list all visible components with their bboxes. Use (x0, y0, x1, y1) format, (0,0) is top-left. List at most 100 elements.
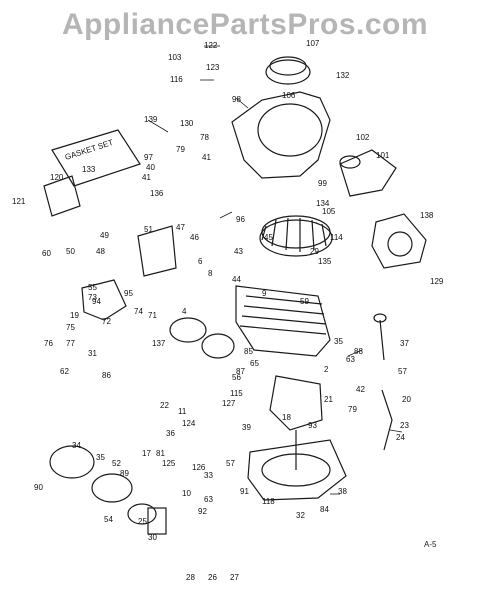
blower-housing-opening (257, 103, 323, 157)
cylinder-fins (239, 295, 327, 335)
callout-101: 101 (376, 151, 390, 160)
watermark-text: AppliancePartsPros.com (61, 8, 429, 41)
callout-59: 59 (300, 297, 309, 306)
callout-81: 81 (156, 449, 165, 458)
callout-133: 133 (82, 165, 96, 174)
piston (169, 317, 207, 343)
callout-17: 17 (142, 449, 151, 458)
dipstick (379, 319, 385, 361)
callout-123: 123 (206, 63, 220, 72)
callout-41: 41 (142, 173, 151, 182)
recoil-starter (371, 213, 427, 269)
callout-99: 99 (318, 179, 327, 188)
callout-27: 27 (230, 573, 239, 582)
gasket-set-label: GASKET SET (64, 138, 115, 162)
callout-79: 79 (176, 145, 185, 154)
callout-135: 135 (318, 257, 332, 266)
callout-130: 130 (180, 119, 194, 128)
callout-46: 46 (190, 233, 199, 242)
callout-60: 60 (42, 249, 51, 258)
air-cleaner-cover (339, 149, 397, 197)
callout-94: 94 (92, 297, 101, 306)
callout-26: 26 (208, 573, 217, 582)
callout-71: 71 (148, 311, 157, 320)
engine-base (247, 439, 347, 501)
callout-38: 38 (338, 487, 347, 496)
callout-57: 57 (226, 459, 235, 468)
callout-22: 22 (160, 401, 169, 410)
oil-fill-tube (381, 389, 393, 451)
callout-121: 121 (12, 197, 26, 206)
leader-lines (147, 45, 403, 495)
callout-43: 43 (234, 247, 243, 256)
carburetor (81, 279, 127, 321)
callout-134: 134 (316, 199, 330, 208)
callout-96: 96 (236, 215, 245, 224)
callout-124: 124 (182, 419, 196, 428)
callout-87: 87 (236, 367, 245, 376)
callout-37: 37 (400, 339, 409, 348)
callout-11: 11 (178, 407, 187, 416)
callout-51: 51 (144, 225, 153, 234)
callout-84: 84 (320, 505, 329, 514)
callout-36: 36 (166, 429, 175, 438)
callout-114: 114 (330, 233, 343, 242)
callout-103: 103 (168, 53, 182, 62)
callout-79: 79 (348, 405, 357, 414)
blower-housing (231, 91, 331, 179)
callout-40: 40 (146, 163, 155, 172)
callout-24: 24 (396, 433, 405, 442)
callout-129: 129 (430, 277, 444, 286)
callout-52: 52 (112, 459, 121, 468)
callout-138: 138 (420, 211, 434, 220)
callout-125: 125 (162, 459, 176, 468)
callout-6: 6 (198, 257, 203, 266)
crankshaft (269, 375, 323, 431)
callout-9: 9 (262, 289, 267, 298)
callout-35: 35 (96, 453, 105, 462)
callout-107: 107 (306, 39, 320, 48)
callout-65: 65 (250, 359, 259, 368)
callout-39: 39 (242, 423, 251, 432)
callout-118: 118 (262, 497, 275, 506)
callout-85: 85 (244, 347, 253, 356)
callout-126: 126 (192, 463, 206, 472)
callout-122: 122 (204, 41, 218, 50)
callout-4: 4 (182, 307, 187, 316)
callout-105: 105 (322, 207, 336, 216)
callout-116: 116 (170, 75, 183, 84)
callout-30: 30 (148, 533, 157, 542)
callout-44: 44 (232, 275, 241, 284)
fuel-filter (147, 507, 167, 535)
callout-137: 137 (152, 339, 166, 348)
callout-18: 18 (282, 413, 291, 422)
callout-72: 72 (102, 317, 111, 326)
cylinder-block (235, 285, 331, 357)
callout-10: 10 (182, 489, 191, 498)
callout-41: 41 (202, 153, 211, 162)
callout-23: 23 (400, 421, 409, 430)
callout-28: 28 (186, 573, 195, 582)
callout-56: 56 (232, 373, 241, 382)
callout-90: 90 (34, 483, 43, 492)
parts-drawing (43, 45, 427, 535)
callout-97: 97 (144, 153, 153, 162)
callout-73: 73 (88, 293, 97, 302)
callout-93: 93 (308, 421, 317, 430)
callout-50: 50 (66, 247, 75, 256)
callout-77: 77 (66, 339, 75, 348)
cylinder-head (137, 225, 177, 277)
callout-120: 120 (50, 173, 64, 182)
flywheel (259, 219, 333, 257)
callout-19: 19 (70, 311, 79, 320)
callout-49: 49 (100, 231, 109, 240)
callout-86: 86 (102, 371, 111, 380)
callout-115: 115 (230, 389, 243, 398)
callout-55: 55 (88, 283, 97, 292)
callout-29: 29 (310, 247, 319, 256)
air-filter-element (49, 445, 95, 479)
callout-88: 88 (354, 347, 363, 356)
callout-20: 20 (402, 395, 411, 404)
callout-98: 98 (232, 95, 241, 104)
